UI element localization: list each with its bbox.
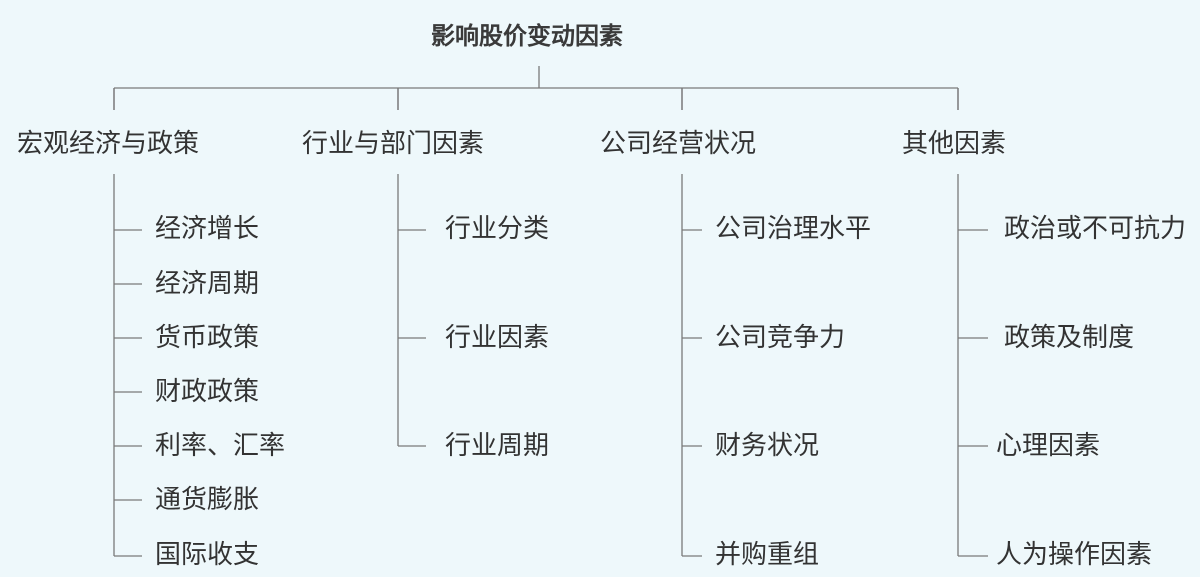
leaf-item: 通货膨胀 bbox=[155, 485, 260, 515]
leaf-item: 经济增长 bbox=[155, 214, 260, 244]
category-industry: 行业与部门因素 bbox=[302, 129, 485, 159]
leaf-item: 行业分类 bbox=[445, 214, 550, 244]
leaf-item: 公司竞争力 bbox=[715, 323, 846, 353]
leaf-item: 利率、汇率 bbox=[155, 431, 286, 461]
leaf-item: 国际收支 bbox=[155, 540, 260, 570]
leaf-item: 政策及制度 bbox=[1004, 323, 1135, 353]
leaf-item: 政治或不可抗力 bbox=[1004, 214, 1187, 244]
leaf-item: 心理因素 bbox=[996, 431, 1101, 461]
leaf-item: 财政政策 bbox=[155, 377, 260, 407]
leaf-item: 公司治理水平 bbox=[715, 214, 872, 244]
leaf-item: 行业因素 bbox=[445, 323, 550, 353]
category-macro: 宏观经济与政策 bbox=[17, 129, 200, 159]
leaf-item: 货币政策 bbox=[155, 323, 260, 353]
leaf-item: 并购重组 bbox=[715, 540, 820, 570]
root-node: 影响股价变动因素 bbox=[431, 22, 623, 50]
category-company: 公司经营状况 bbox=[600, 129, 757, 159]
leaf-item: 经济周期 bbox=[155, 269, 260, 299]
category-other: 其他因素 bbox=[902, 129, 1007, 159]
leaf-item: 行业周期 bbox=[445, 431, 550, 461]
leaf-item: 人为操作因素 bbox=[996, 540, 1153, 570]
leaf-item: 财务状况 bbox=[715, 431, 820, 461]
